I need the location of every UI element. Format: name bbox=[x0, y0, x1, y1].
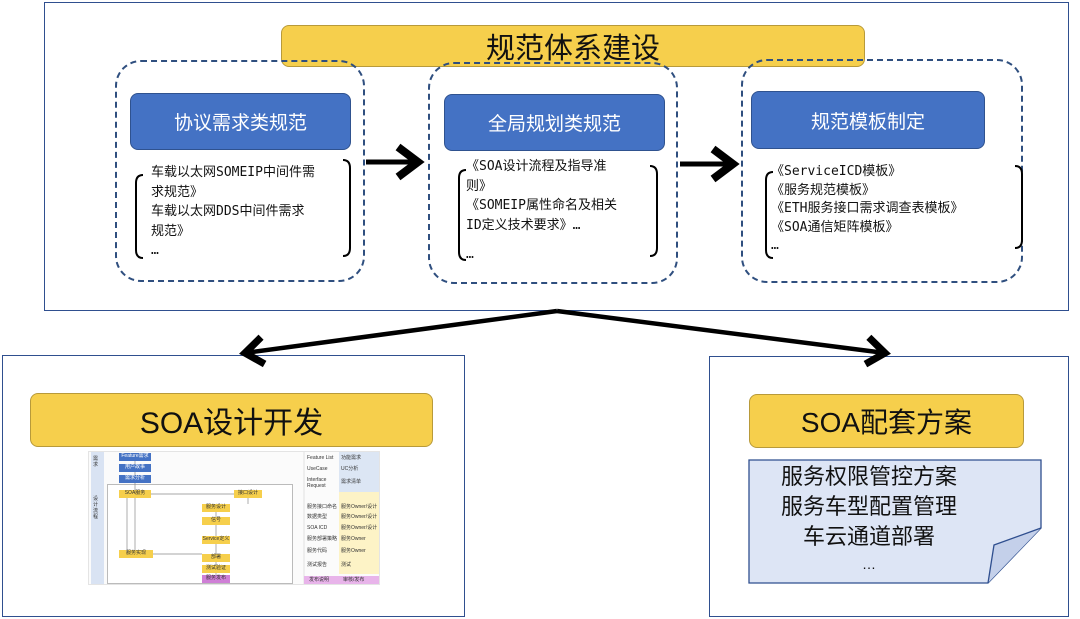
thumb-box-release: 服务发布 bbox=[202, 575, 230, 583]
thumb-row-b: 服务Owner/设计 bbox=[341, 514, 378, 520]
list-item: … bbox=[151, 243, 159, 258]
list-item: 《SOA通信矩阵模板》 bbox=[771, 219, 899, 235]
thumb-main-area bbox=[107, 484, 293, 584]
list-item: 求规范》 bbox=[151, 184, 204, 200]
column-1-frame bbox=[115, 60, 365, 282]
thumb-row-b: 服务Owner bbox=[341, 548, 366, 554]
thumb-box-interface: 接口设计 bbox=[234, 490, 262, 498]
left-title-banner: SOA设计开发 bbox=[30, 393, 433, 447]
thumb-row-b: UC分析 bbox=[341, 466, 359, 472]
thumb-row-a: 测试报告 bbox=[307, 562, 328, 568]
thumb-box-service: 服务设计 bbox=[202, 504, 230, 512]
arrow-down-right bbox=[556, 308, 891, 368]
top-title-banner: 规范体系建设 bbox=[281, 25, 865, 67]
column-3-header: 规范模板制定 bbox=[751, 91, 985, 149]
right-title-banner: SOA配套方案 bbox=[749, 394, 1024, 448]
thumb-box-soa: SOA服务 bbox=[119, 490, 151, 498]
list-item: 《SOA设计流程及指导准 bbox=[466, 159, 607, 174]
thumb-box-test: 测试验证 bbox=[202, 565, 230, 573]
column-1-header: 协议需求类规范 bbox=[130, 93, 351, 150]
thumb-left-label: 需求 bbox=[93, 456, 99, 468]
list-item: 车载以太网SOMEIP中间件需 bbox=[151, 165, 315, 180]
thumb-box-define: Service定义 bbox=[202, 536, 230, 544]
thumb-row-b: 功能需求 bbox=[341, 455, 362, 461]
list-item: 《ServiceICD模板》 bbox=[771, 164, 902, 179]
list-item: 规范》 bbox=[151, 223, 191, 239]
column-2-list: 《SOA设计流程及指导准 则》 《SOMEIP属性命名及相关 ID定义技术要求》… bbox=[466, 157, 617, 265]
thumb-box-signal: 信号 bbox=[202, 517, 230, 525]
solution-list: 服务权限管控方案 服务车型配置管理 车云通道部署 … bbox=[749, 462, 989, 576]
column-1-list: 车载以太网SOMEIP中间件需 求规范》 车载以太网DDS中间件需求 规范》 … bbox=[151, 163, 315, 261]
thumb-connectors bbox=[126, 452, 305, 584]
list-item: ID定义技术要求》… bbox=[466, 217, 581, 233]
column-3-list: 《ServiceICD模板》 《服务规范模板》 《ETH服务接口需求调查表模板》… bbox=[771, 163, 963, 256]
column-2-frame bbox=[428, 62, 678, 284]
thumb-row-b: 服务Owner bbox=[341, 536, 366, 542]
thumb-row-b: 审核/发布 bbox=[343, 577, 365, 583]
top-title: 规范体系建设 bbox=[485, 33, 660, 65]
thumb-row-b: 测试 bbox=[341, 562, 352, 568]
thumb-table bbox=[304, 452, 379, 584]
thumb-box-impl: 服务实现 bbox=[119, 550, 153, 558]
thumb-box-analysis: 需求分析 bbox=[119, 475, 151, 483]
list-item: … bbox=[771, 238, 779, 253]
thumb-row-a: 服务代码 bbox=[307, 548, 328, 554]
thumb-row-a: SOA ICD bbox=[307, 525, 328, 531]
right-title: SOA配套方案 bbox=[800, 407, 973, 438]
list-item: … bbox=[466, 247, 474, 262]
thumb-row-a: 服务接口命名 bbox=[307, 504, 338, 510]
list-item: 服务权限管控方案 bbox=[780, 464, 957, 489]
thumb-row-a: 服务部署策略 bbox=[307, 536, 338, 542]
column-2-header: 全局规划类规范 bbox=[444, 94, 665, 151]
list-item: 车云通道部署 bbox=[802, 524, 935, 549]
list-item: 则》 bbox=[466, 178, 493, 194]
thumb-left-label: 设计流程 bbox=[93, 496, 99, 520]
thumb-left-strip bbox=[91, 452, 104, 584]
thumb-row-a: 发布说明 bbox=[309, 577, 330, 583]
thumb-row-b: 需求清单 bbox=[341, 479, 362, 485]
list-item: 《SOMEIP属性命名及相关 bbox=[466, 198, 617, 213]
list-item: 车载以太网DDS中间件需求 bbox=[151, 204, 305, 219]
thumb-box-story: 用户故事 bbox=[119, 464, 151, 472]
list-item: 《ETH服务接口需求调查表模板》 bbox=[771, 201, 964, 216]
thumb-row-a: Feature List bbox=[307, 455, 334, 461]
thumb-row-a: 数据类型 bbox=[307, 514, 328, 520]
thumb-box-deploy: 部署 bbox=[202, 554, 230, 562]
list-item: 服务车型配置管理 bbox=[780, 494, 957, 519]
list-item: … bbox=[862, 556, 876, 572]
thumb-row-b: 服务Owner/设计 bbox=[341, 504, 378, 510]
process-thumbnail: 需求 设计流程 Feature需求 用户故事 需求分析 SOA服务 接口设计 服… bbox=[88, 451, 380, 585]
left-title: SOA设计开发 bbox=[139, 407, 324, 440]
list-item: 《服务规范模板》 bbox=[771, 182, 876, 198]
thumb-row-a: Interface Request bbox=[307, 477, 327, 489]
arrow-down-left bbox=[239, 308, 558, 368]
thumb-row-b: 服务Owner/设计 bbox=[341, 525, 378, 531]
thumb-row-a: UseCase bbox=[307, 466, 328, 472]
thumb-box-feature: Feature需求 bbox=[119, 453, 151, 461]
